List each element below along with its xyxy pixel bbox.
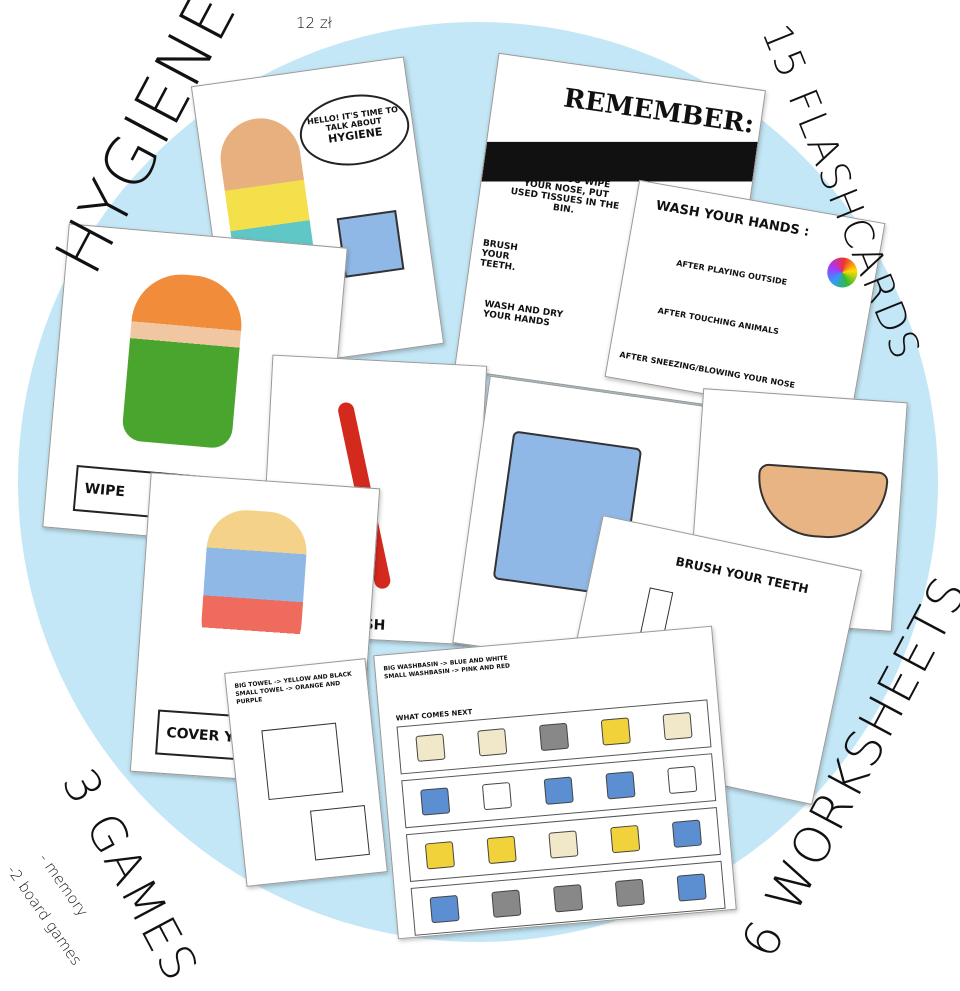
worksheet-what-comes-next: BIG WASHBASIN -> BLUE AND WHITE SMALL WA… (373, 625, 737, 940)
towel-illustration (336, 210, 405, 278)
towel-outline-small (310, 805, 370, 861)
towel-outline (261, 722, 344, 801)
worksheet-towel-coloring: BIG TOWEL -> YELLOW AND BLACK SMALL TOWE… (224, 658, 388, 887)
flashcard-caption: BRUSH YOUR TEETH (674, 554, 810, 597)
remember-item: BRUSH YOUR TEETH. (479, 238, 519, 274)
speech-bubble: HELLO! IT'S TIME TO TALK ABOUT HYGIENE (295, 87, 414, 173)
price-label: 12 zł (296, 14, 332, 32)
girl-sneezing-illustration (121, 270, 246, 450)
washbasin-illustration (754, 463, 889, 543)
wash-item: AFTER TOUCHING ANIMALS (657, 306, 780, 337)
remember-title: REMEMBER: (561, 83, 756, 140)
worksheet-instructions: BIG TOWEL -> YELLOW AND BLACK SMALL TOWE… (234, 670, 364, 707)
worksheet-instructions: BIG WASHBASIN -> BLUE AND WHITE SMALL WA… (383, 655, 510, 682)
wash-item: AFTER SNEEZING/BLOWING YOUR NOSE (618, 350, 796, 390)
wash-item: AFTER PLAYING OUTSIDE (675, 258, 788, 287)
remember-item: WASH AND DRY YOUR HANDS (482, 299, 564, 329)
girl-coughing-illustration (198, 507, 310, 675)
